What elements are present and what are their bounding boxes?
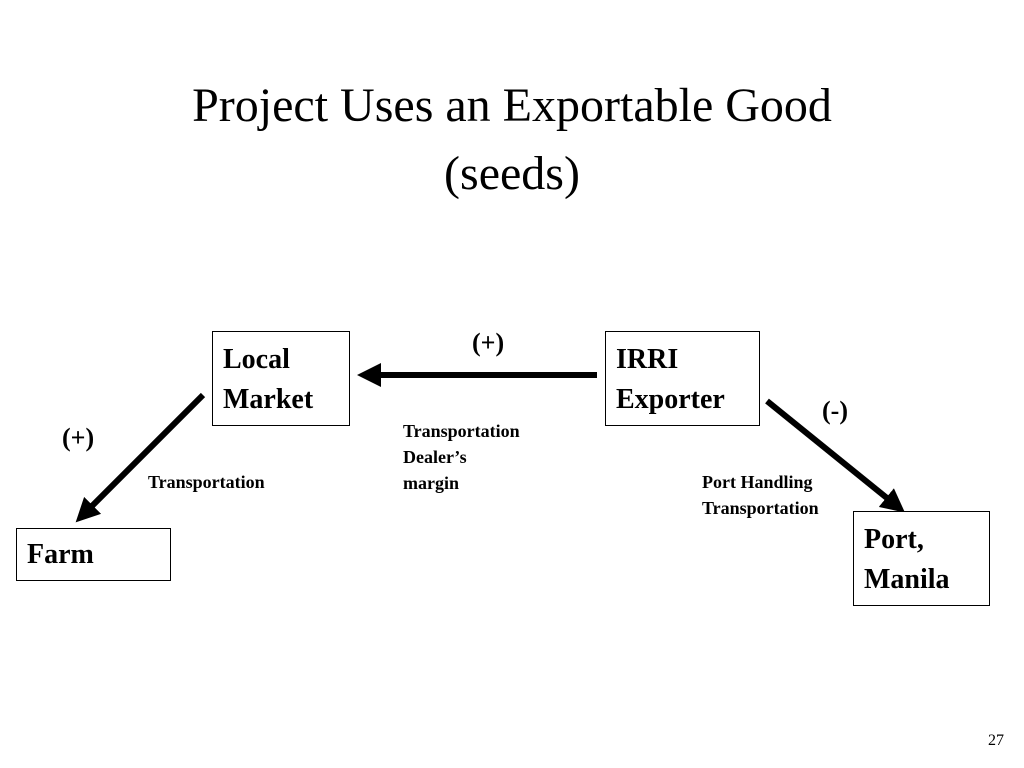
note-right: Port Handling Transportation: [702, 469, 819, 521]
arrow-exporter-to-port: [765, 398, 905, 513]
irri-exporter-label-2: Exporter: [616, 384, 725, 415]
note-middle: Transportation Dealer’s margin: [403, 418, 520, 496]
arrow-market-to-farm: [75, 392, 206, 523]
title-line-2: (seeds): [444, 147, 580, 200]
irri-exporter-box: IRRI Exporter: [605, 331, 760, 426]
farm-box: Farm: [16, 528, 171, 581]
note-right-line-1: Port Handling: [702, 472, 813, 492]
port-manila-label-2: Manila: [864, 564, 950, 595]
port-manila-box: Port, Manila: [853, 511, 990, 606]
note-right-line-2: Transportation: [702, 498, 819, 518]
page-number: 27: [988, 732, 1004, 749]
local-market-label-2: Market: [223, 384, 314, 415]
port-manila-label-1: Port,: [864, 524, 924, 555]
local-market-box: Local Market: [212, 331, 350, 426]
note-middle-line-3: margin: [403, 473, 459, 493]
farm-label: Farm: [27, 539, 94, 570]
slide-title: Project Uses an Exportable Good (seeds): [0, 72, 1024, 208]
local-market-label-1: Local: [223, 344, 290, 375]
note-left-line-1: Transportation: [148, 472, 265, 492]
irri-exporter-label-1: IRRI: [616, 344, 679, 375]
note-middle-line-2: Dealer’s: [403, 447, 467, 467]
sign-top: (+): [472, 328, 505, 357]
note-middle-line-1: Transportation: [403, 421, 520, 441]
sign-right: (-): [822, 396, 848, 425]
note-left: Transportation: [148, 469, 265, 495]
sign-left: (+): [62, 423, 95, 452]
title-line-1: Project Uses an Exportable Good: [192, 79, 832, 132]
